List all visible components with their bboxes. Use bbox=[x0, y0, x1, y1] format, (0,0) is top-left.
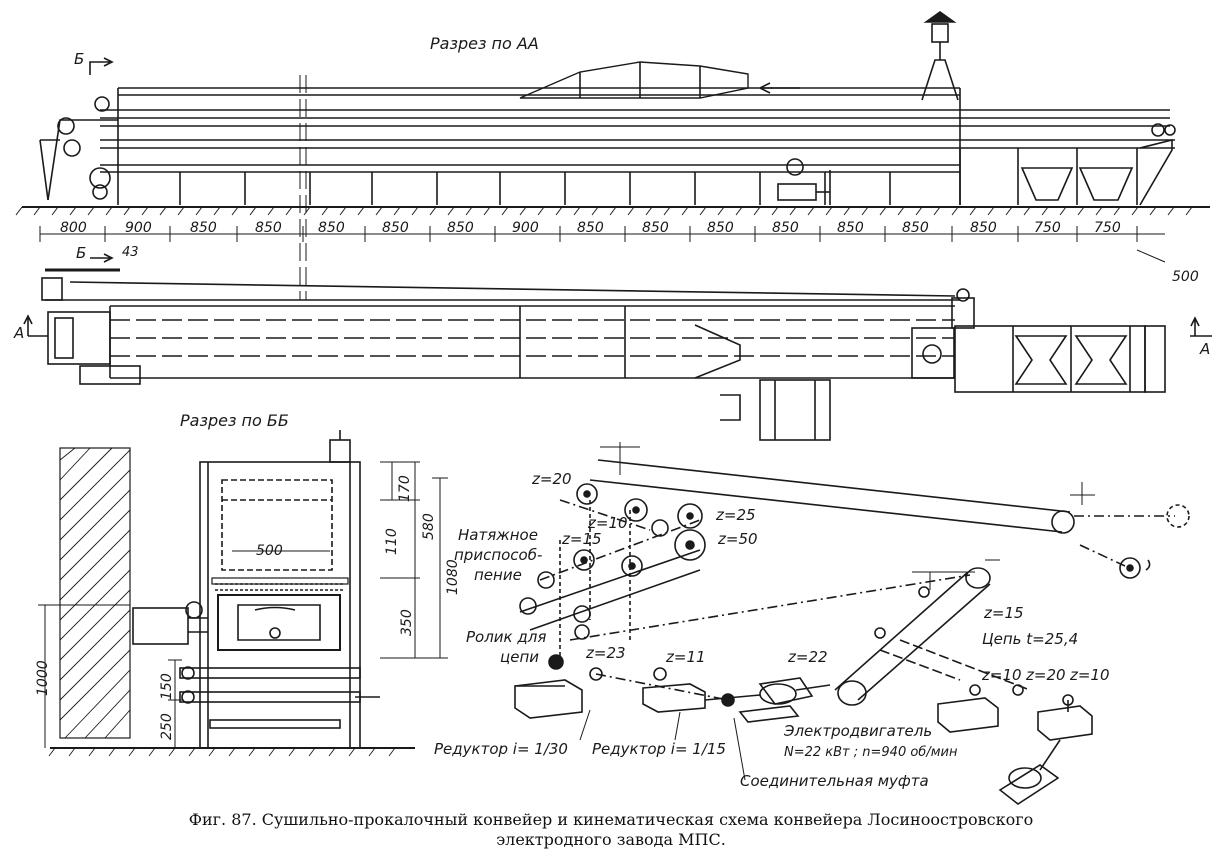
view-bb-title: Разрез по ББ bbox=[180, 411, 289, 430]
label-z50: z=50 bbox=[718, 530, 758, 548]
dim-850: 850 bbox=[190, 220, 217, 236]
reducer-1-label: Редуктор i= 1/30 bbox=[434, 740, 568, 758]
kinematic-scheme bbox=[514, 442, 1190, 805]
dim-580: 580 bbox=[421, 513, 437, 540]
label-z15-b: z=15 bbox=[984, 604, 1024, 622]
figure-caption-line2: электродного завода МПС. bbox=[496, 830, 726, 849]
dim-850: 850 bbox=[577, 220, 604, 236]
dim-350: 350 bbox=[399, 609, 415, 636]
chain-label: Цепь t=25,4 bbox=[982, 630, 1079, 648]
dim-850: 850 bbox=[837, 220, 864, 236]
dim-850: 850 bbox=[707, 220, 734, 236]
section-mark-a-left: А bbox=[14, 324, 25, 342]
dim-900: 900 bbox=[125, 220, 152, 236]
dim-750: 750 bbox=[1094, 220, 1121, 236]
dim-110: 110 bbox=[384, 528, 400, 555]
dim-850: 850 bbox=[255, 220, 282, 236]
label-z11: z=11 bbox=[666, 648, 706, 666]
tensioner-line2: приспособ- bbox=[454, 546, 543, 564]
dim-170: 170 bbox=[397, 475, 413, 502]
label-z10-b: z=10 bbox=[982, 666, 1022, 684]
tensioner-line3: пение bbox=[474, 566, 522, 584]
dim-850: 850 bbox=[318, 220, 345, 236]
label-z10-c: z=10 bbox=[1070, 666, 1110, 684]
label-z10: z=10 bbox=[588, 514, 628, 532]
dim-850: 850 bbox=[382, 220, 409, 236]
dim-note: 43 bbox=[122, 245, 139, 260]
conveyor-side-view bbox=[15, 11, 1210, 300]
figure-caption-line1: Фиг. 87. Сушильно-прокалочный конвейер и… bbox=[188, 810, 1034, 829]
dim-850: 850 bbox=[970, 220, 997, 236]
dim-500-bb: 500 bbox=[256, 543, 283, 559]
label-z20-b: z=20 bbox=[1026, 666, 1066, 684]
motor-label-line1: Электродвигатель bbox=[784, 722, 933, 740]
label-z15: z=15 bbox=[562, 530, 602, 548]
tensioner-line1: Натяжное bbox=[458, 526, 538, 544]
conveyor-plan-view bbox=[23, 268, 1212, 441]
dim-850: 850 bbox=[447, 220, 474, 236]
label-z20-top: z=20 bbox=[532, 470, 572, 488]
dimension-chain bbox=[39, 226, 1166, 263]
reducer-2-label: Редуктор i= 1/15 bbox=[592, 740, 726, 758]
dim-250: 250 bbox=[159, 713, 175, 740]
label-z22: z=22 bbox=[788, 648, 828, 666]
dim-900: 900 bbox=[512, 220, 539, 236]
label-z25: z=25 bbox=[716, 506, 756, 524]
dim-1080: 1080 bbox=[445, 559, 461, 595]
motor-label-line2: N=22 кВт ; n=940 об/мин bbox=[784, 745, 958, 760]
dim-150: 150 bbox=[159, 673, 175, 700]
dim-750: 750 bbox=[1034, 220, 1061, 236]
view-aa-title: Разрез по АА bbox=[430, 34, 539, 53]
label-z23: z=23 bbox=[586, 644, 626, 662]
section-mark-a-right: А bbox=[1200, 340, 1211, 358]
dim-850: 850 bbox=[902, 220, 929, 236]
roller-line2: цепи bbox=[500, 648, 539, 666]
roller-line1: Ролик для bbox=[466, 628, 547, 646]
section-mark-b-top: Б bbox=[74, 50, 85, 68]
dim-1000: 1000 bbox=[35, 660, 51, 696]
coupling-label: Соединительная муфта bbox=[740, 772, 929, 790]
dim-850: 850 bbox=[772, 220, 799, 236]
section-bb-view bbox=[38, 430, 448, 757]
dim-850: 850 bbox=[642, 220, 669, 236]
dim-500: 500 bbox=[1172, 269, 1199, 285]
section-mark-b-bottom: Б bbox=[76, 244, 87, 262]
dim-800: 800 bbox=[60, 220, 87, 236]
